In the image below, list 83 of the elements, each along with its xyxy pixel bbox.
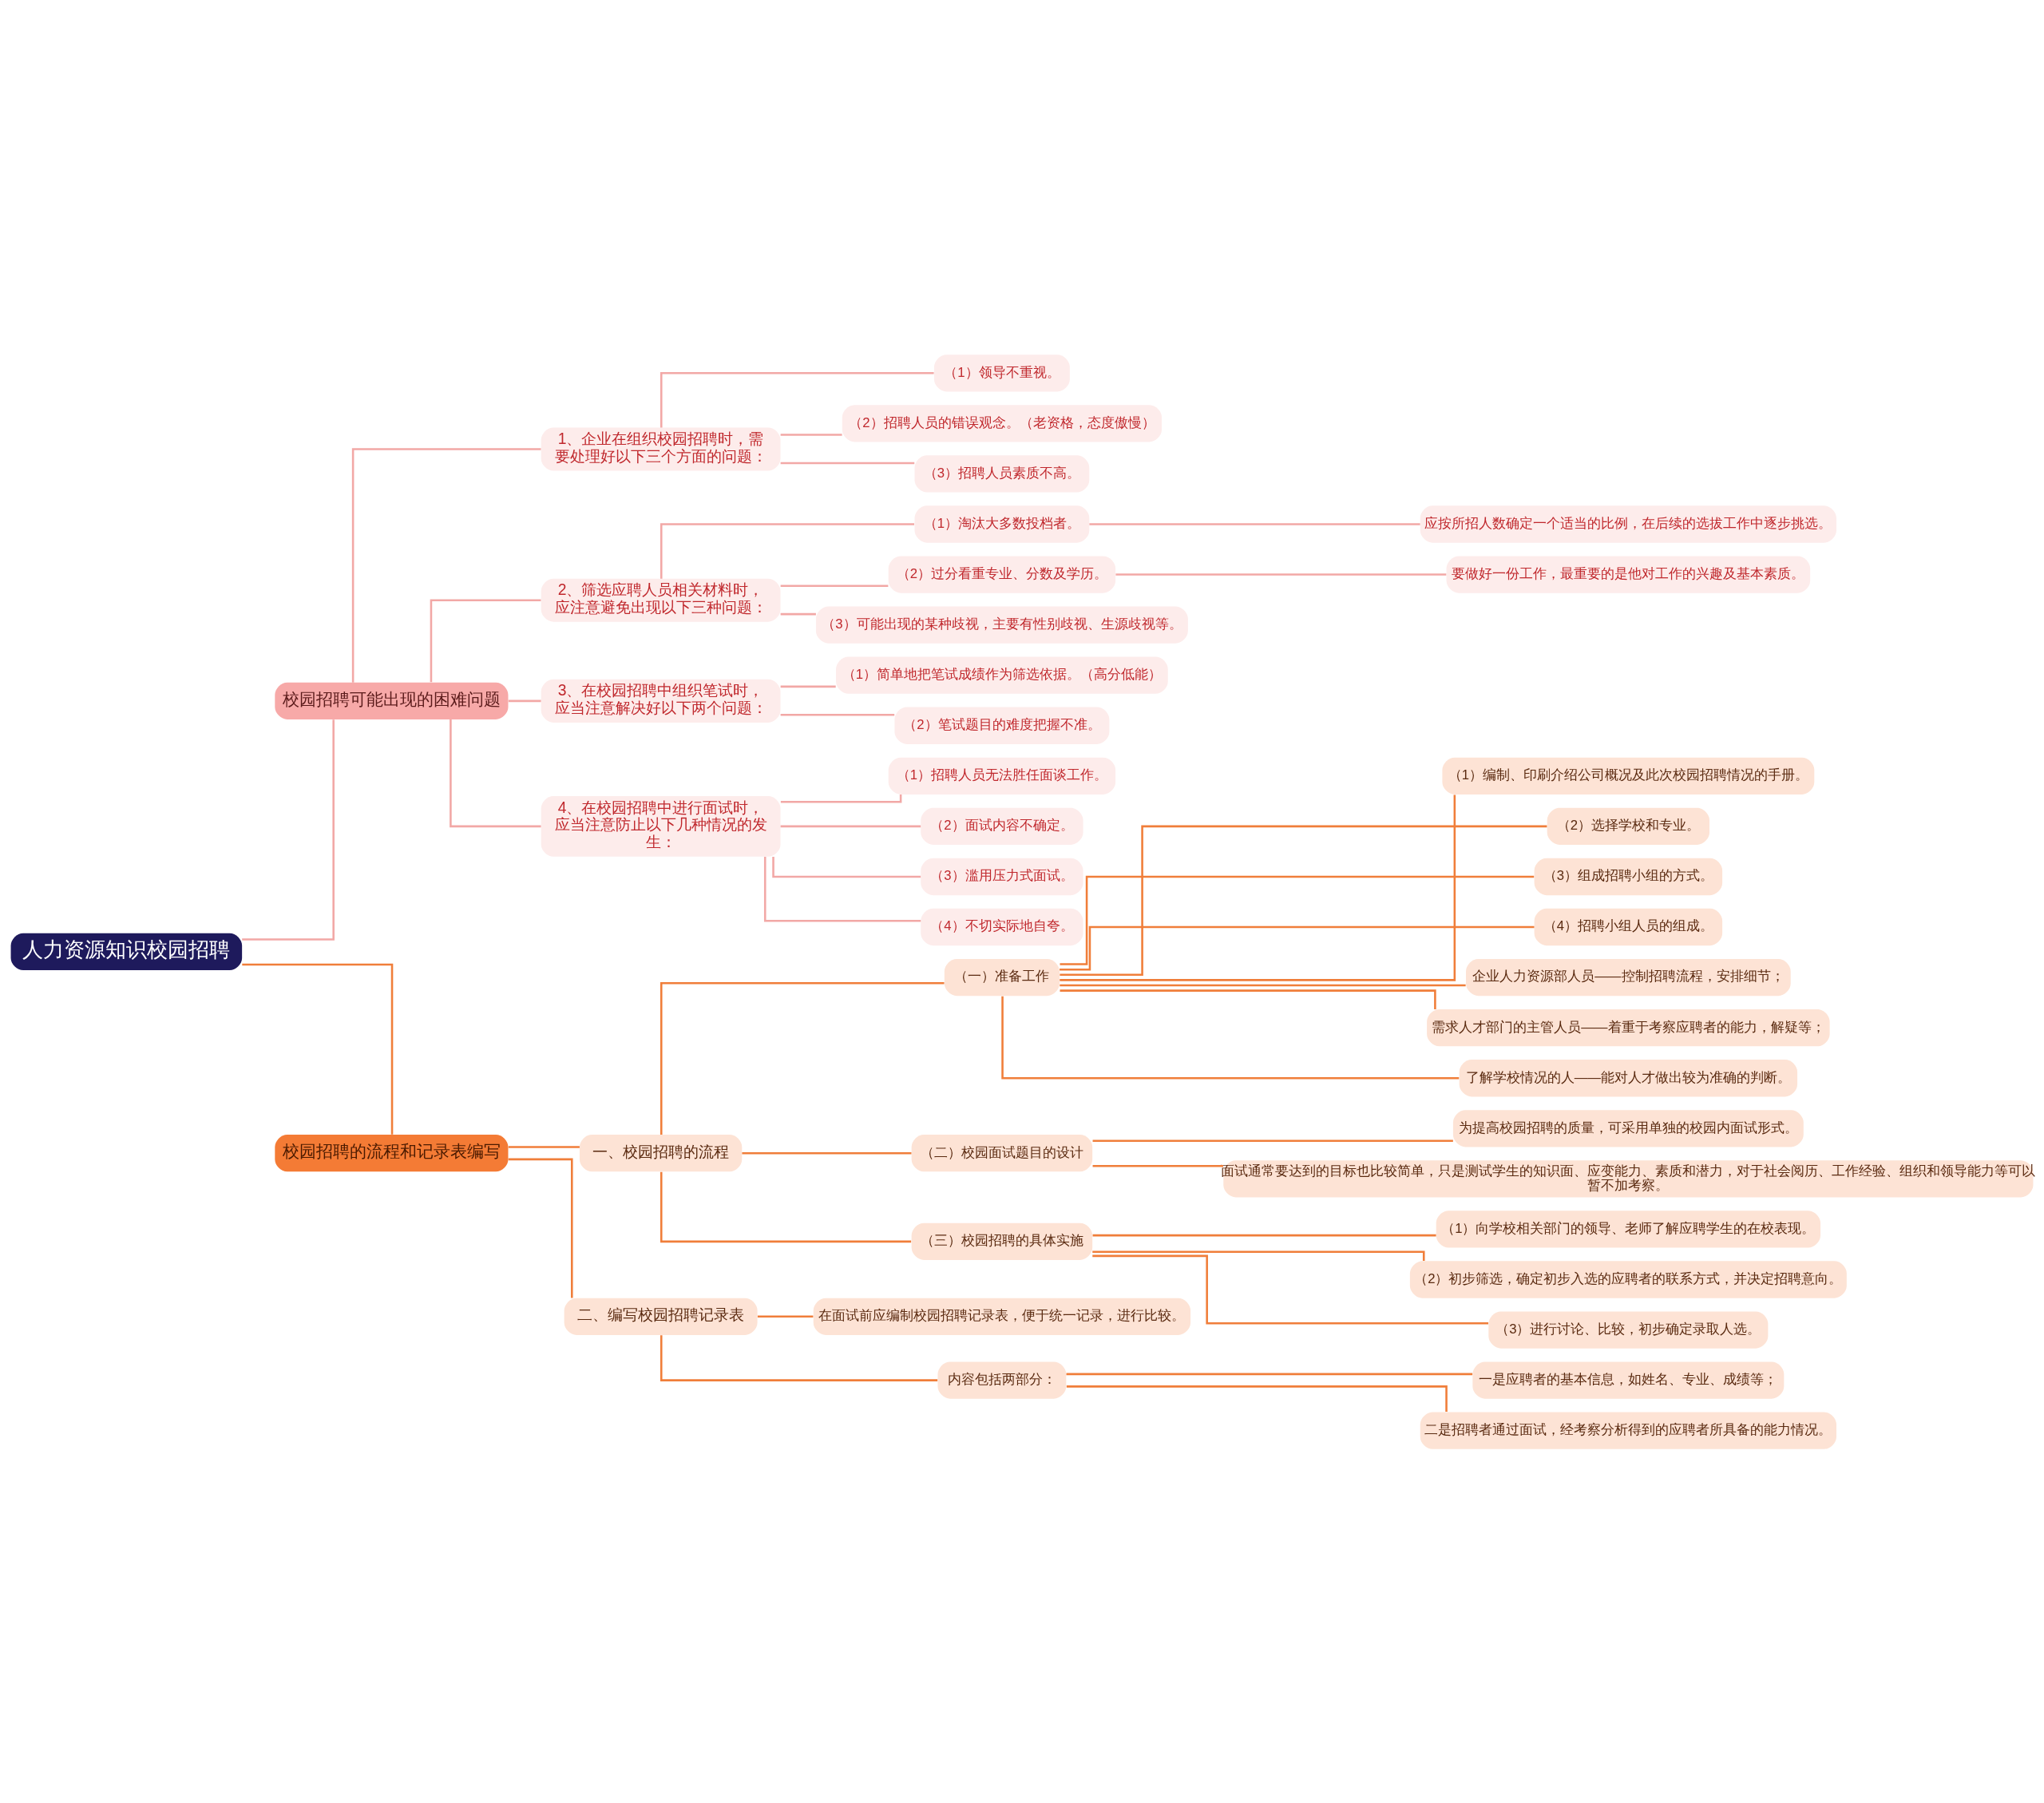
connector (660, 1171, 912, 1242)
connector (1066, 1385, 1448, 1412)
node-box: （4）招聘小组人员的组成。 (1534, 908, 1723, 945)
connector (430, 598, 541, 682)
connector (1060, 984, 1466, 986)
connector (242, 963, 394, 1135)
connector (1092, 1139, 1453, 1142)
connector (660, 1334, 938, 1381)
connector (772, 856, 921, 878)
node-box: 企业人力资源部人员——控制招聘流程，安排细节； (1466, 958, 1791, 996)
connector (1089, 522, 1420, 525)
node-box: （2）过分看重专业、分数及学历。 (888, 555, 1116, 593)
connector (1060, 925, 1535, 970)
connector (1066, 1373, 1473, 1375)
node-box: 2、筛选应聘人员相关材料时，应注意避免出现以下三种问题： (541, 578, 781, 622)
connector (660, 371, 934, 427)
node-box: 1、企业在组织校园招聘时，需要处理好以下三个方面的问题： (541, 427, 781, 471)
node-box: （1）领导不重视。 (933, 354, 1070, 391)
connector (780, 433, 842, 436)
connector (757, 1315, 814, 1318)
node-box: 一、校园招聘的流程 (579, 1134, 743, 1171)
connector (1060, 989, 1436, 1009)
node-box: （3）进行讨论、比较，初步确定录取人选。 (1488, 1310, 1769, 1349)
node-box: （1）编制、印刷介绍公司概况及此次校园招聘情况的手册。 (1442, 757, 1815, 795)
node-box: 要做好一份工作，最重要的是他对工作的兴趣及基本素质。 (1446, 555, 1811, 593)
connector (1092, 1250, 1425, 1261)
connector (1060, 875, 1535, 965)
connector (351, 447, 541, 683)
connector (780, 825, 921, 827)
node-box: （1）招聘人员无法胜任面谈工作。 (888, 757, 1116, 795)
node-box: （1）向学校相关部门的领导、老师了解应聘学生的在校表现。 (1436, 1210, 1821, 1248)
node-box: 需求人才部门的主管人员——着重于考察应聘者的能力，解疑等； (1427, 1008, 1830, 1046)
node-box: 校园招聘的流程和记录表编写 (275, 1134, 509, 1171)
node-box: 校园招聘可能出现的困难问题 (275, 682, 509, 719)
connector (742, 1151, 912, 1154)
node-box: 3、在校园招聘中组织笔试时，应当注意解决好以下两个问题： (541, 679, 781, 723)
connector (660, 522, 915, 579)
node-box: （2）初步筛选，确定初步入选的应聘者的联系方式，并决定招聘意向。 (1409, 1260, 1847, 1298)
node-box: （3）滥用压力式面试。 (921, 858, 1083, 895)
connector (1092, 1254, 1488, 1324)
node-box: （3）组成招聘小组的方式。 (1534, 858, 1723, 895)
connector (780, 462, 915, 464)
connector (780, 713, 895, 716)
node-box: 在面试前应编制校园招聘记录表，便于统一记录，进行比较。 (813, 1298, 1191, 1335)
node-box: （1）淘汰大多数投档者。 (914, 505, 1090, 543)
connector (1092, 1164, 1223, 1167)
connector (508, 1145, 580, 1148)
node-box: 为提高校园招聘的质量，可采用单独的校园内面试形式。 (1452, 1109, 1804, 1147)
connector (1115, 573, 1447, 576)
node-box: 人力资源知识校园招聘 (10, 933, 243, 970)
connector (780, 584, 889, 587)
node-box: （2）笔试题目的难度把握不准。 (894, 707, 1110, 744)
connector (1060, 825, 1547, 976)
connector (242, 719, 335, 941)
connector (450, 719, 541, 827)
connector (1001, 996, 1460, 1079)
node-box: 一是应聘者的基本信息，如姓名、专业、成绩等； (1472, 1361, 1785, 1399)
node-box: （1）简单地把笔试成绩作为筛选依据。（高分低能） (836, 656, 1168, 694)
node-box: （2）选择学校和专业。 (1547, 807, 1710, 845)
node-box: 4、在校园招聘中进行面试时，应当注意防止以下几种情况的发生： (541, 795, 781, 857)
connector (508, 1158, 573, 1298)
node-box: 内容包括两部分： (937, 1361, 1067, 1399)
connector (508, 699, 541, 702)
connector (780, 612, 816, 615)
node-box: （4）不切实际地自夸。 (921, 908, 1083, 945)
node-box: （三）校园招聘的具体实施 (911, 1222, 1093, 1260)
connector (763, 856, 921, 922)
node-box: 了解学校情况的人——能对人才做出较为准确的判断。 (1459, 1059, 1798, 1096)
connector (1092, 1234, 1436, 1236)
node-box: （2）面试内容不确定。 (921, 807, 1083, 845)
node-box: （3）招聘人员素质不高。 (914, 454, 1090, 493)
connector (780, 794, 902, 803)
connector (780, 685, 836, 688)
node-box: （二）校园面试题目的设计 (911, 1134, 1093, 1171)
node-box: （一）准备工作 (944, 958, 1060, 996)
node-box: 面试通常要达到的目标也比较简单，只是测试学生的知识面、应变能力、素质和潜力，对于社会阅历、工作经验、组织和领导能力等可以暂不加考察。 (1223, 1159, 2034, 1198)
node-box: （2）招聘人员的错误观念。（老资格，态度傲慢） (842, 404, 1163, 442)
node-box: 应按所招人数确定一个适当的比例，在后续的选拔工作中逐步挑选。 (1420, 505, 1836, 543)
node-box: （3）可能出现的某种歧视，主要有性别歧视、生源歧视等。 (815, 605, 1188, 644)
node-box: 二、编写校园招聘记录表 (564, 1298, 758, 1335)
node-box: 二是招聘者通过面试，经考察分析得到的应聘者所具备的能力情况。 (1420, 1412, 1836, 1449)
connector (660, 981, 945, 1135)
connector (1060, 794, 1456, 981)
